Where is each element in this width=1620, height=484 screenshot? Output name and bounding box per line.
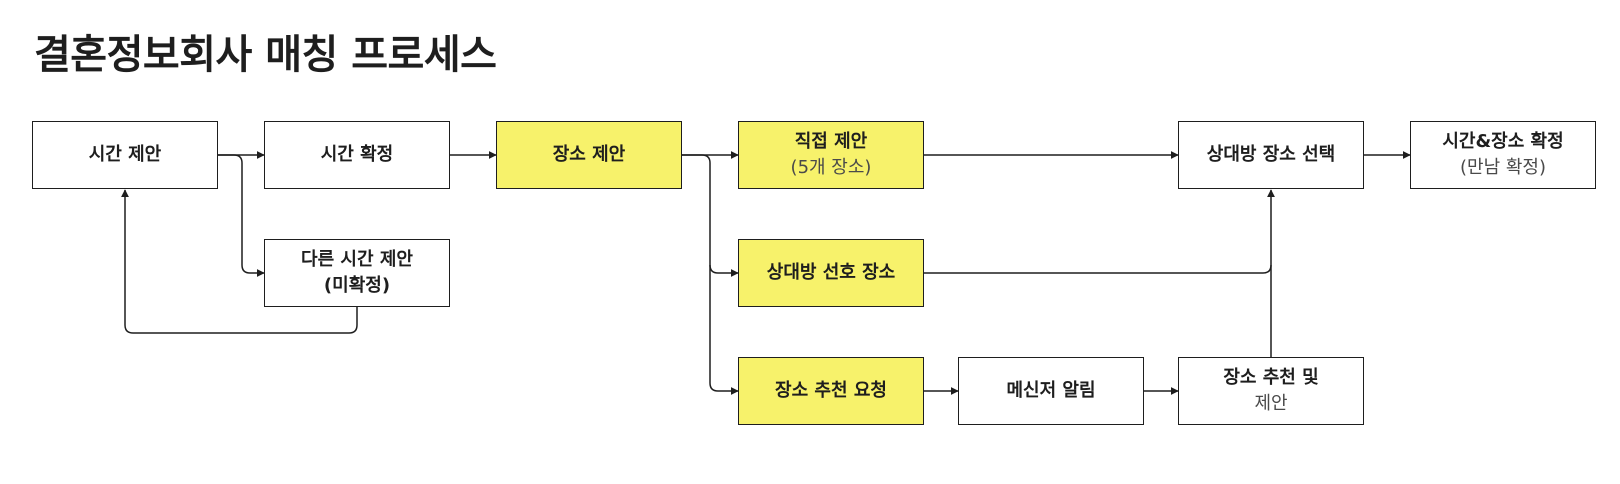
arrow-preferred-to-partner-select [924, 264, 1272, 274]
node-place-proposal-label: 장소 제안 [552, 143, 626, 165]
node-final-confirm-sub: (만남 확정) [1459, 157, 1546, 178]
node-partner-select[interactable]: 상대방 장소 선택 [1178, 121, 1364, 189]
node-alt-time-sub: (미확정) [323, 275, 391, 296]
node-direct-proposal-label: 직접 제안 [794, 130, 868, 152]
node-place-request[interactable]: 장소 추천 요청 [738, 357, 924, 425]
arrow-time-proposal-to-alt-time [218, 154, 265, 277]
node-direct-proposal[interactable]: 직접 제안 (5개 장소) [738, 121, 924, 189]
node-alt-time[interactable]: 다른 시간 제안 (미확정) [264, 239, 450, 307]
node-recommend-sub: 제안 [1254, 393, 1288, 414]
node-place-request-label: 장소 추천 요청 [775, 379, 887, 401]
arrow-place-proposal-to-request [709, 265, 739, 395]
node-messenger[interactable]: 메신저 알림 [958, 357, 1144, 425]
node-time-confirm[interactable]: 시간 확정 [264, 121, 450, 189]
arrow-place-proposal-to-preferred [682, 154, 739, 277]
node-messenger-label: 메신저 알림 [1006, 379, 1096, 401]
node-time-proposal[interactable]: 시간 제안 [32, 121, 218, 189]
page-title: 결혼정보회사 매칭 프로세스 [34, 32, 497, 78]
node-partner-select-label: 상대방 장소 선택 [1206, 143, 1336, 165]
node-preferred-place[interactable]: 상대방 선호 장소 [738, 239, 924, 307]
node-final-confirm[interactable]: 시간&장소 확정 (만남 확정) [1410, 121, 1596, 189]
node-preferred-place-label: 상대방 선호 장소 [766, 261, 896, 283]
node-final-confirm-label: 시간&장소 확정 [1442, 130, 1564, 152]
node-time-confirm-label: 시간 확정 [320, 143, 394, 165]
node-direct-proposal-sub: (5개 장소) [790, 157, 872, 178]
node-alt-time-label: 다른 시간 제안 [301, 248, 413, 270]
node-recommend[interactable]: 장소 추천 및 제안 [1178, 357, 1364, 425]
node-recommend-label: 장소 추천 및 [1223, 366, 1319, 388]
node-place-proposal[interactable]: 장소 제안 [496, 121, 682, 189]
node-time-proposal-label: 시간 제안 [88, 143, 162, 165]
